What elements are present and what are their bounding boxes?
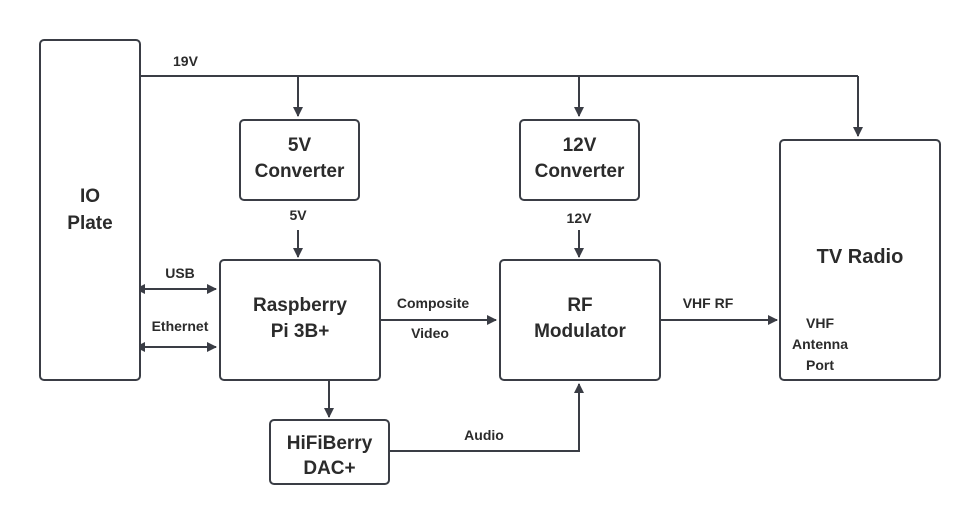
hifiberry-label-2: DAC+ xyxy=(303,458,355,479)
label-19v: 19V xyxy=(173,53,199,69)
wires xyxy=(135,75,863,452)
label-vhf-rf: VHF RF xyxy=(683,295,734,311)
tv-radio-block: TV Radio VHF Antenna Port xyxy=(779,139,941,381)
raspberry-pi-block: Raspberry Pi 3B+ xyxy=(219,259,381,381)
label-video: Video xyxy=(411,325,449,341)
raspberry-pi-label-2: Pi 3B+ xyxy=(271,321,330,342)
tv-port-label-3: Port xyxy=(806,357,834,373)
rf-modulator-label-2: Modulator xyxy=(534,321,626,342)
wire-audio xyxy=(390,383,584,452)
rf-modulator-block: RF Modulator xyxy=(499,259,661,381)
label-5v: 5V xyxy=(289,207,307,223)
tv-port-label-2: Antenna xyxy=(792,336,848,352)
label-12v: 12V xyxy=(567,210,593,226)
5v-converter-label-2: Converter xyxy=(255,161,345,182)
5v-converter-block: 5V Converter xyxy=(239,119,360,201)
label-ethernet: Ethernet xyxy=(152,318,209,334)
rf-modulator-label-1: RF xyxy=(567,295,592,316)
12v-converter-block: 12V Converter xyxy=(519,119,640,201)
io-plate-label-1: IO xyxy=(80,186,100,207)
raspberry-pi-label-1: Raspberry xyxy=(253,295,347,316)
label-audio: Audio xyxy=(464,427,504,443)
tv-port-label-1: VHF xyxy=(806,315,834,331)
5v-converter-label-1: 5V xyxy=(288,135,312,156)
label-composite: Composite xyxy=(397,295,470,311)
12v-converter-label-1: 12V xyxy=(563,135,597,156)
hifiberry-block: HiFiBerry DAC+ xyxy=(269,419,390,485)
label-usb: USB xyxy=(165,265,195,281)
tv-radio-title: TV Radio xyxy=(817,246,904,268)
io-plate-block: IO Plate xyxy=(39,39,141,381)
hifiberry-label-1: HiFiBerry xyxy=(287,433,373,454)
12v-converter-label-2: Converter xyxy=(535,161,625,182)
io-plate-label-2: Plate xyxy=(67,213,112,234)
wire-labels: 19V 5V 12V USB Ethernet Composite Video … xyxy=(152,53,734,443)
